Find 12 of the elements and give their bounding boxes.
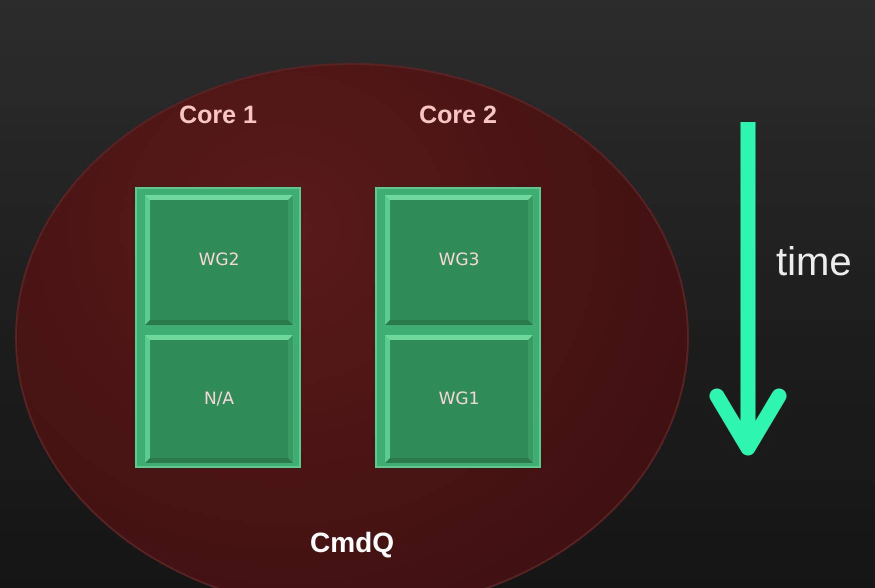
work-group-tile — [385, 335, 533, 463]
queue-label: CmdQ — [309, 527, 395, 559]
work-group-tile — [145, 195, 293, 325]
time-label: time — [776, 240, 852, 285]
core-heading: Core 1 — [178, 101, 258, 130]
core-heading: Core 2 — [418, 101, 498, 130]
tile-label: WG2 — [198, 250, 240, 270]
tile-label: N/A — [204, 389, 234, 409]
tile-label: WG1 — [438, 389, 480, 409]
tile-label: WG3 — [438, 250, 480, 270]
work-group-tile — [385, 195, 533, 325]
work-group-tile — [145, 335, 293, 463]
